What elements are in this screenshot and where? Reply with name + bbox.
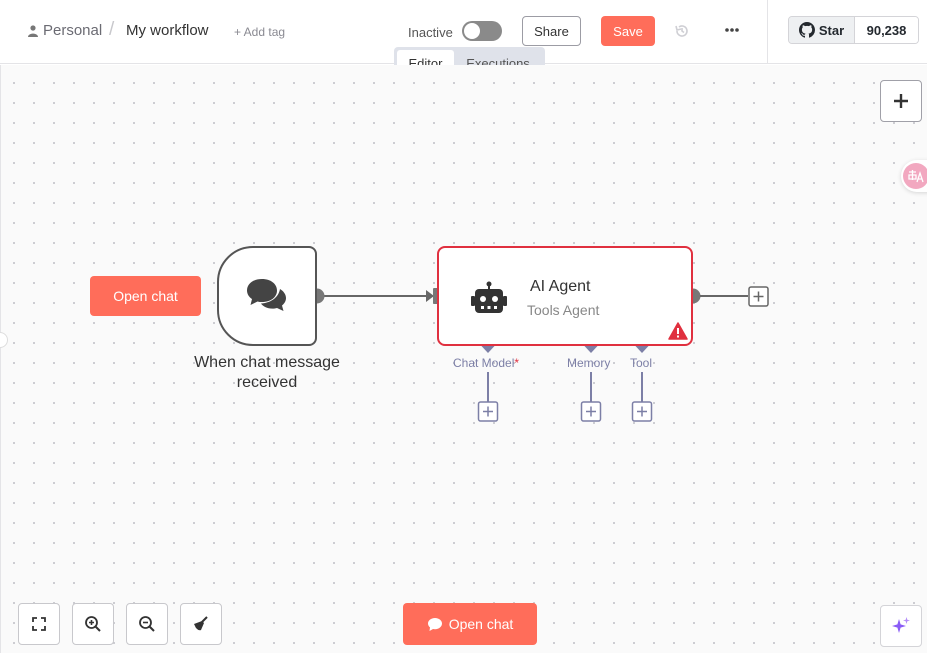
workflow-name[interactable]: My workflow (126, 22, 209, 39)
chat-model-label-text: Chat Model (453, 356, 515, 370)
header-bar: Personal / My workflow + Add tag Inactiv… (0, 0, 927, 64)
github-star-count[interactable]: 90,238 (855, 17, 918, 43)
github-star-button[interactable]: Star (789, 17, 855, 43)
chat-icon (427, 617, 442, 631)
connection-arrow (426, 290, 434, 302)
translate-button[interactable] (901, 160, 927, 192)
share-button[interactable]: Share (522, 16, 581, 46)
github-star-widget[interactable]: Star 90,238 (788, 16, 919, 44)
zoom-in-icon (85, 616, 101, 632)
robot-icon (471, 281, 507, 313)
chat-bubbles-icon (247, 279, 286, 311)
breadcrumb-project[interactable]: Personal (28, 22, 102, 39)
sparkles-icon (892, 617, 910, 633)
tool-port-label: Tool (630, 356, 653, 370)
broom-icon (194, 616, 208, 631)
chat-trigger-node[interactable] (217, 246, 317, 346)
breadcrumb-separator: / (109, 19, 115, 40)
ai-agent-subtitle: Tools Agent (527, 302, 600, 318)
chat-trigger-node-label: When chat message received (194, 354, 340, 391)
fit-view-icon (32, 617, 46, 631)
github-icon (798, 22, 815, 38)
canvas-left-border (0, 65, 1, 653)
zoom-in-button[interactable] (72, 603, 114, 645)
github-star-label: Star (818, 22, 845, 38)
memory-port-label: Memory (567, 356, 611, 370)
chat-model-port-label: Chat Model* (453, 356, 519, 370)
open-chat-bottom-label: Open chat (448, 616, 514, 632)
ai-agent-node[interactable]: AI Agent Tools Agent (437, 246, 693, 346)
ai-assistant-button[interactable] (880, 605, 922, 647)
plus-icon (894, 94, 908, 108)
zoom-out-icon (139, 616, 155, 632)
add-tag-link[interactable]: + Add tag (234, 25, 286, 39)
history-icon[interactable] (674, 23, 690, 39)
header-divider (767, 0, 768, 64)
more-options-icon[interactable] (724, 27, 740, 33)
active-toggle-label: Inactive (408, 25, 453, 40)
user-icon (28, 24, 38, 37)
agent-output-add-button[interactable] (748, 286, 769, 307)
add-node-button[interactable] (880, 80, 922, 122)
chat-model-add-button[interactable] (477, 401, 499, 422)
memory-add-button[interactable] (580, 401, 602, 422)
translate-icon (903, 163, 927, 189)
open-chat-button-canvas[interactable]: Open chat (90, 276, 201, 316)
breadcrumb-project-label: Personal (43, 22, 103, 39)
toggle-knob (464, 23, 480, 39)
warning-icon[interactable] (668, 322, 688, 340)
active-toggle[interactable] (462, 21, 502, 41)
open-chat-button-bottom[interactable]: Open chat (403, 603, 537, 645)
zoom-out-button[interactable] (126, 603, 168, 645)
required-mark: * (514, 356, 520, 370)
workflow-canvas[interactable] (0, 65, 927, 653)
tidy-up-button[interactable] (180, 603, 222, 645)
tool-add-button[interactable] (631, 401, 653, 422)
save-button[interactable]: Save (601, 16, 655, 46)
zoom-to-fit-button[interactable] (18, 603, 60, 645)
ai-agent-title: AI Agent (530, 278, 591, 295)
